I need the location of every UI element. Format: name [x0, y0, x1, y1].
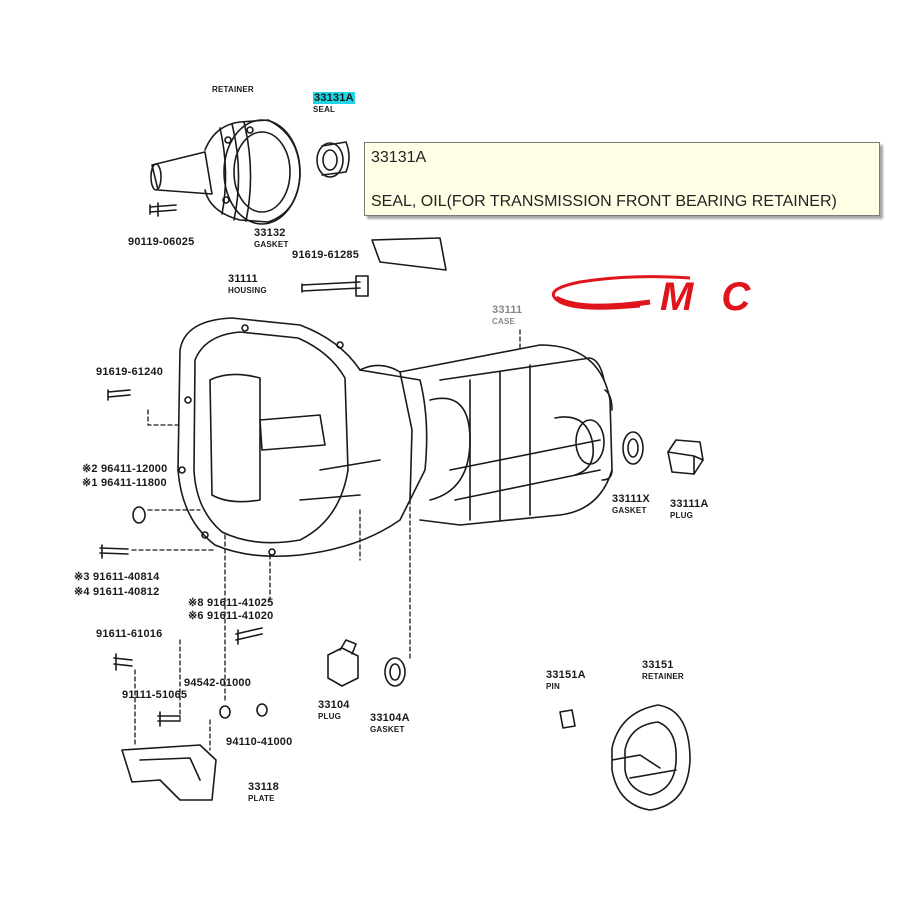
part-name: RETAINER	[642, 672, 684, 681]
part-name: GASKET	[254, 240, 289, 249]
part-name: PLUG	[318, 712, 342, 721]
part-name: PLATE	[248, 794, 275, 803]
part-33111A-label[interactable]: 33111A PLUG	[670, 499, 709, 521]
transmission-housing-drawing	[177, 317, 428, 558]
front-bearing-retainer-drawing	[150, 119, 301, 225]
part-number: 91611-61016	[96, 628, 163, 640]
part-number: ※1 96411-11800	[82, 477, 167, 489]
part-number: 94110-41000	[226, 736, 293, 748]
tooltip-description: SEAL, OIL(FOR TRANSMISSION FRONT BEARING…	[371, 193, 837, 210]
part-number: ※8 91611-41025	[188, 597, 274, 609]
oil-seal-drawing	[316, 141, 350, 178]
part-33151-label[interactable]: 33151 RETAINER	[642, 660, 684, 682]
part-number: 33111	[492, 304, 523, 316]
part-91611-61016-label[interactable]: 91611-61016	[96, 629, 162, 640]
part-91619-61285-label[interactable]: 91619-61285	[292, 250, 359, 261]
part-number: 94542-01000	[184, 677, 252, 689]
part-name: GASKET	[370, 725, 405, 734]
part-91619-61240-label[interactable]: 91619-61240	[96, 367, 163, 378]
part-91611-40812-label[interactable]: ※4 91611-40812	[74, 587, 159, 598]
part-number: 33104	[318, 699, 350, 711]
part-94110-label[interactable]: 94110-41000	[226, 737, 292, 748]
part-90119-label[interactable]: 90119-06025	[128, 237, 194, 248]
part-number: 33151A	[546, 669, 586, 681]
part-number: 33118	[248, 781, 279, 793]
part-number: ※2 96411-12000	[82, 463, 168, 475]
part-number: 31111	[228, 273, 258, 285]
part-33131A-label[interactable]: 33131A SEAL	[313, 92, 355, 115]
part-number: 91619-61285	[292, 249, 360, 261]
part-name: RETAINER	[212, 85, 254, 94]
part-tooltip: 33131A SEAL, OIL(FOR TRANSMISSION FRONT …	[364, 142, 880, 216]
part-name: SEAL	[313, 105, 336, 114]
part-name: PIN	[546, 682, 560, 691]
part-number: 33151	[642, 659, 674, 671]
transmission-case-drawing	[399, 344, 613, 526]
part-33118-label[interactable]: 33118 PLATE	[248, 782, 279, 804]
part-33111-label[interactable]: 33111 CASE	[492, 305, 522, 327]
retainer-top-label[interactable]: RETAINER	[212, 84, 254, 95]
part-number: 33111X	[612, 493, 650, 505]
part-91611-40814-label[interactable]: ※3 91611-40814	[74, 572, 159, 583]
part-91611-41020-label[interactable]: ※6 91611-41020	[188, 611, 273, 622]
tooltip-part-number: 33131A	[371, 149, 427, 166]
part-91611-41025-label[interactable]: ※8 91611-41025	[188, 598, 273, 609]
part-91111-label[interactable]: 91111-51065	[122, 690, 187, 701]
part-number: 33132	[254, 227, 286, 239]
cmc-watermark-logo: MC	[551, 275, 778, 319]
part-33104-label[interactable]: 33104 PLUG	[318, 700, 350, 722]
part-number: ※3 91611-40814	[74, 571, 160, 583]
part-96411-12000-label[interactable]: ※2 96411-12000	[82, 464, 167, 475]
part-33111X-label[interactable]: 33111X GASKET	[612, 494, 650, 516]
rear-retainer-drawing	[611, 704, 691, 811]
part-number: ※6 91611-41020	[188, 610, 274, 622]
part-number: 91619-61240	[96, 366, 164, 378]
part-number: 33111A	[670, 498, 709, 510]
part-94542-label[interactable]: 94542-01000	[184, 678, 251, 689]
part-number: 33104A	[370, 712, 410, 724]
part-96411-11800-label[interactable]: ※1 96411-11800	[82, 478, 167, 489]
part-name: HOUSING	[228, 286, 267, 295]
part-number: ※4 91611-40812	[74, 586, 160, 598]
part-name: PLUG	[670, 511, 694, 520]
part-number: 91111-51065	[122, 689, 188, 701]
part-name: GASKET	[612, 506, 647, 515]
part-name: CASE	[492, 317, 516, 326]
part-number: 90119-06025	[128, 236, 195, 248]
part-number-highlighted: 33131A	[313, 92, 355, 104]
part-31111-label[interactable]: 31111 HOUSING	[228, 274, 267, 296]
part-33132-label[interactable]: 33132 GASKET	[254, 228, 289, 250]
logo-text: MC	[660, 275, 778, 319]
part-33104A-label[interactable]: 33104A GASKET	[370, 713, 410, 735]
part-33151A-label[interactable]: 33151A PIN	[546, 670, 586, 692]
